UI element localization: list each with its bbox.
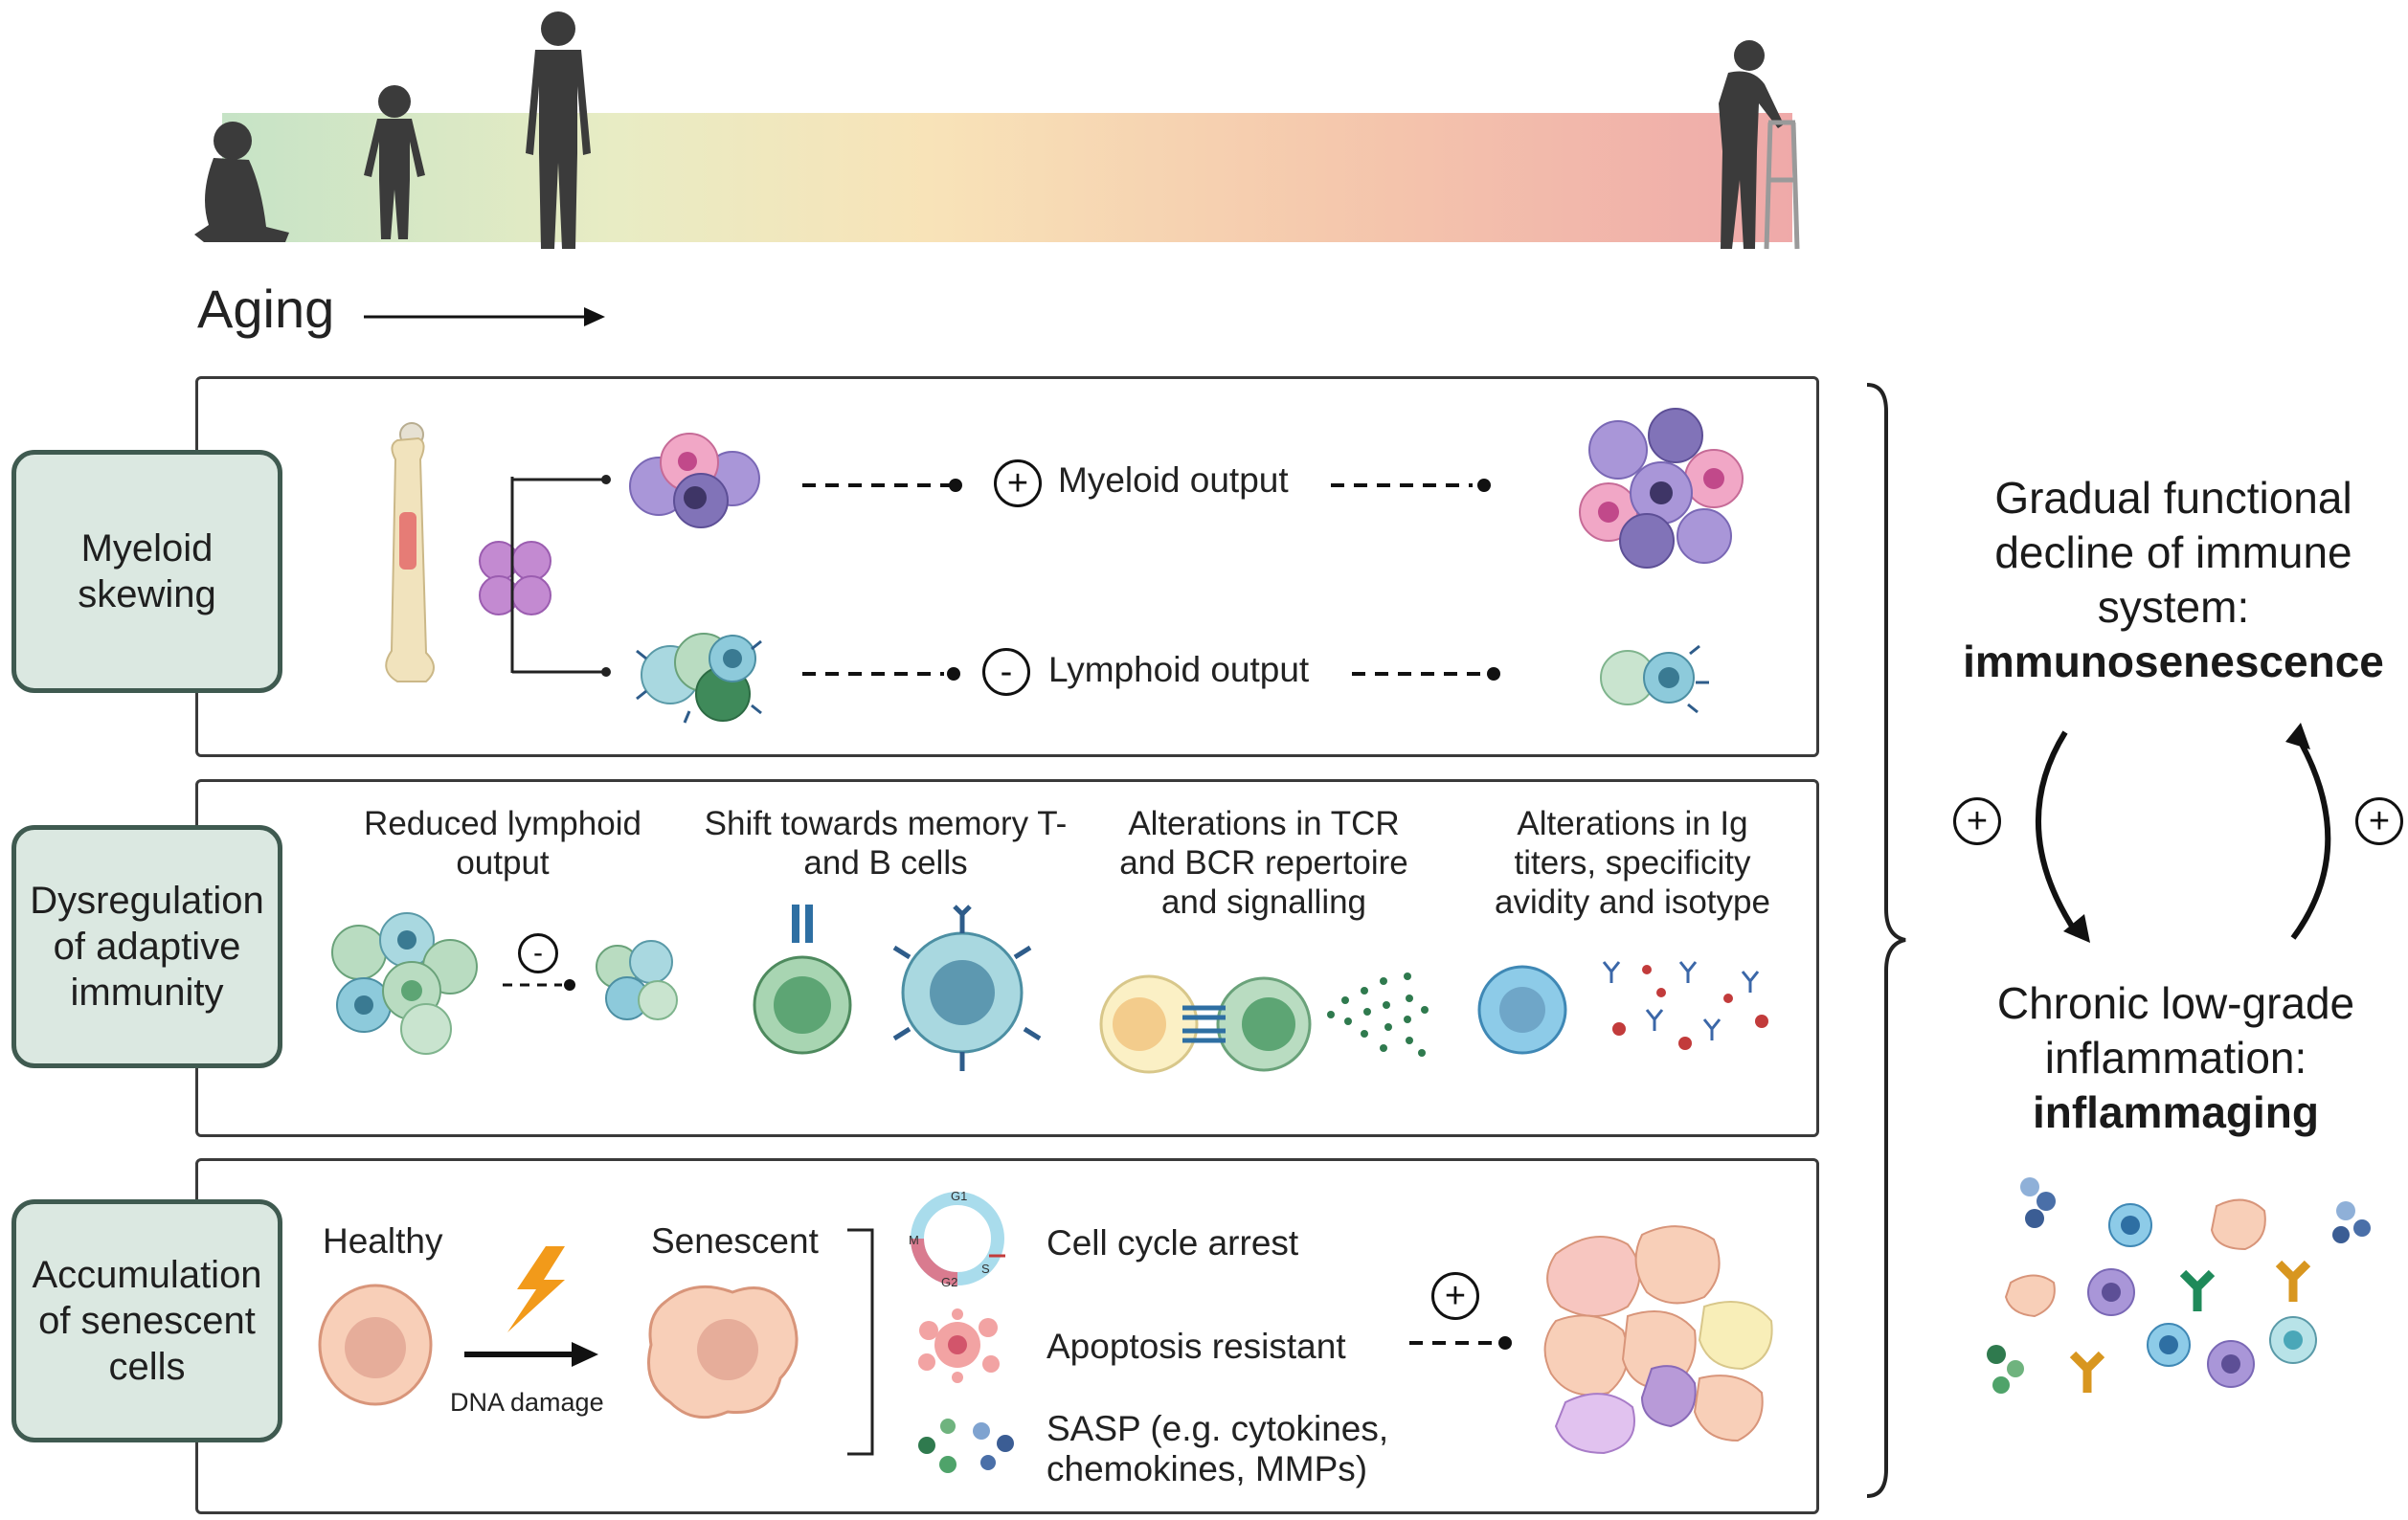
immunosenescence-term: immunosenescence	[1963, 637, 2384, 686]
antibody-dots	[1327, 972, 1429, 1057]
lymphoid-output-label: Lymphoid output	[1048, 650, 1310, 689]
senescent-cells-label: Accumulation of senescent cells	[11, 1199, 282, 1442]
cycle-plus-right-icon: +	[2355, 797, 2403, 845]
myeloid-dash-left	[802, 479, 962, 492]
apoptosis-icon	[918, 1308, 1000, 1383]
aging-gradient-bar	[222, 113, 1792, 242]
dna-damage-arrow	[464, 1342, 598, 1367]
healthy-label: Healthy	[323, 1221, 443, 1261]
adaptive-caption-2: Shift towards memory T- and B cells	[704, 805, 1068, 882]
lymphoid-cluster-small	[596, 940, 678, 1020]
sasp-icon	[918, 1419, 1014, 1473]
reduced-dash	[503, 979, 575, 991]
senescent-plus-icon: +	[1431, 1272, 1479, 1320]
tcr-bcr-interaction	[1099, 974, 1312, 1074]
senescent-cluster	[1543, 1225, 1773, 1455]
inflammaging-desc: Chronic low-grade inflammation:	[1996, 978, 2355, 1083]
dna-damage-label: DNA damage	[450, 1388, 604, 1417]
lymphoid-minus-icon: -	[982, 648, 1030, 696]
myeloid-cells-large	[1579, 408, 1744, 569]
lymphoid-cluster-large	[331, 912, 478, 1055]
adult-icon	[526, 11, 591, 249]
lymphoid-cells-small	[636, 633, 762, 724]
cycle-phase-g2: G2	[941, 1275, 957, 1289]
inflammaging-term: inflammaging	[2032, 1087, 2320, 1137]
sasp-label: SASP (e.g. cytokines, chemokines, MMPs)	[1046, 1409, 1389, 1488]
immunosenescence-desc: Gradual functional decline of immune sys…	[1994, 473, 2352, 632]
cell-cycle-arrest-label: Cell cycle arrest	[1046, 1223, 1299, 1263]
senescent-dash	[1409, 1336, 1512, 1350]
cycle-plus-left-icon: +	[1953, 797, 2001, 845]
ig-antibodies	[1602, 961, 1768, 1050]
myeloid-output-label: Myeloid output	[1058, 460, 1289, 500]
apoptosis-resistant-label: Apoptosis resistant	[1046, 1327, 1346, 1366]
baby-icon	[194, 122, 289, 242]
healthy-cell	[318, 1284, 433, 1406]
plasma-cell	[1477, 965, 1567, 1055]
toddler-icon	[364, 85, 425, 239]
senescent-label: Senescent	[651, 1221, 819, 1261]
curly-brace	[1866, 383, 1906, 1498]
inflammaging-cells	[1987, 1177, 2371, 1394]
myeloid-cells-small	[629, 433, 760, 528]
lymphoid-dash-left	[802, 667, 960, 681]
myeloid-skewing-label: Myeloid skewing	[11, 450, 282, 693]
senescent-cell	[647, 1285, 799, 1419]
myeloid-plus-icon: +	[994, 459, 1042, 507]
lymphoid-cells-tiny	[1600, 644, 1709, 714]
senescent-bracket	[847, 1228, 874, 1456]
cell-cycle-icon: G1 S G2 M	[909, 1189, 1005, 1289]
immunosenescence-text: Gradual functional decline of immune sys…	[1948, 471, 2398, 689]
bone-icon	[385, 422, 435, 682]
stem-cell-icon	[479, 541, 551, 615]
aging-label: Aging	[197, 279, 335, 339]
adaptive-caption-4: Alterations in Ig titers, specificity av…	[1495, 805, 1770, 921]
lightning-icon	[507, 1246, 565, 1332]
elderly-walker-icon	[1719, 40, 1800, 250]
cycle-phase-g1: G1	[951, 1189, 967, 1203]
memory-t-cell	[753, 905, 852, 1055]
memory-b-cell	[892, 905, 1042, 1071]
reduced-minus-icon: -	[518, 933, 558, 973]
myeloid-branch-lines	[510, 475, 611, 677]
aging-arrow	[364, 307, 605, 326]
cycle-phase-s: S	[981, 1262, 990, 1276]
adaptive-immunity-label: Dysregulation of adaptive immunity	[11, 825, 282, 1068]
myeloid-dash-right	[1331, 479, 1491, 492]
cycle-arrows	[2035, 723, 2331, 943]
lymphoid-dash-right	[1352, 667, 1500, 681]
adaptive-caption-1: Reduced lymphoid output	[364, 805, 641, 882]
cycle-phase-m: M	[909, 1233, 919, 1247]
adaptive-caption-3: Alterations in TCR and BCR repertoire an…	[1119, 805, 1408, 921]
inflammaging-text: Chronic low-grade inflammation: inflamma…	[1963, 976, 2389, 1140]
